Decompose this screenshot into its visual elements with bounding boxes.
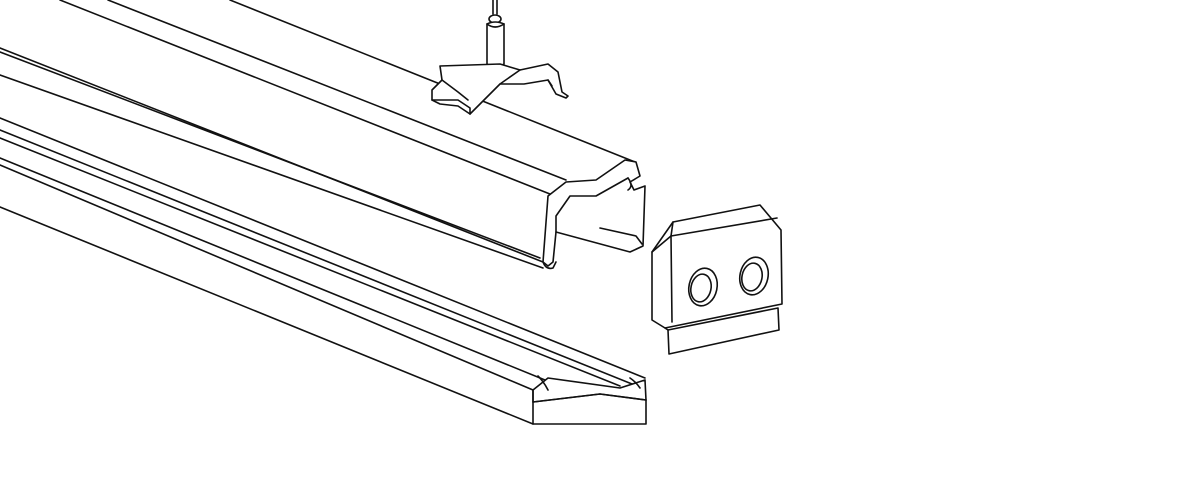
upper-channel xyxy=(0,0,646,270)
end-cap xyxy=(651,204,783,355)
lower-trough xyxy=(0,117,647,425)
ceiling-bracket xyxy=(431,63,569,115)
suspension-wire xyxy=(486,0,505,68)
